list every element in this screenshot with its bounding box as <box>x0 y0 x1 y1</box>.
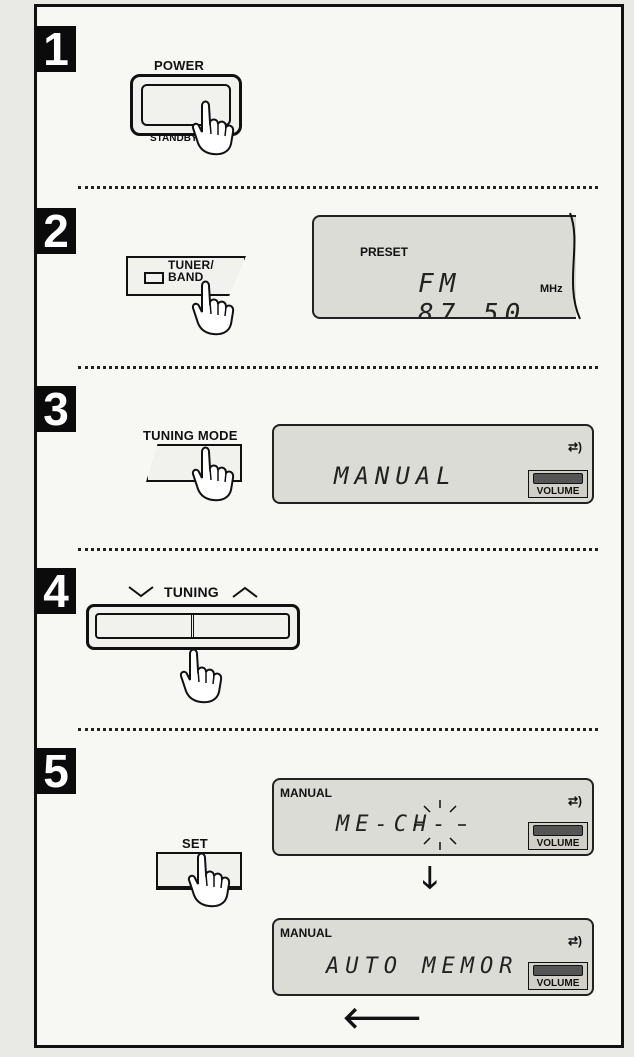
hand-pointer-icon <box>179 648 223 704</box>
tuning-mode-label: TUNING MODE <box>143 428 238 443</box>
manual-label: MANUAL <box>280 926 332 940</box>
tuning-down-button[interactable] <box>95 613 194 639</box>
frequency-unit: MHz <box>540 283 563 295</box>
step-number-3: 3 <box>36 386 76 432</box>
separator-3 <box>78 548 598 551</box>
frequency-readout: FM 87.50 <box>418 269 527 319</box>
hand-pointer-icon <box>191 100 235 156</box>
chevron-down-icon <box>128 586 154 598</box>
volume-badge: VOLUME <box>528 962 588 990</box>
step-number-1: 1 <box>36 26 76 72</box>
tuner-band-button[interactable] <box>126 256 246 296</box>
lcd-display-memory-channel: MANUAL ME-CH- ⇄) VOLUME <box>272 778 594 856</box>
tuner-band-label: TUNER/ BAND <box>168 258 214 284</box>
volume-badge: VOLUME <box>528 470 588 498</box>
tuning-label: TUNING <box>164 584 219 600</box>
auto-memory-readout: AUTO MEMOR <box>326 954 519 979</box>
instruction-frame <box>34 4 624 1048</box>
stereo-icon: ⇄) <box>567 440 582 454</box>
mode-readout: MANUAL <box>334 462 457 490</box>
lcd-display-preset: PRESET FM 87.50 MHz <box>312 215 576 319</box>
blink-rays-icon <box>414 800 466 850</box>
stereo-icon: ⇄) <box>567 934 582 948</box>
separator-2 <box>78 366 598 369</box>
chevron-up-icon <box>232 586 258 598</box>
power-button[interactable] <box>130 74 242 136</box>
preset-label: PRESET <box>360 245 409 259</box>
hand-pointer-icon <box>191 446 235 502</box>
memory-channel-readout: ME-CH- <box>336 812 452 837</box>
stereo-icon: ⇄) <box>567 794 582 808</box>
hand-pointer-icon <box>187 852 231 908</box>
tuning-up-button[interactable] <box>191 613 290 639</box>
lcd-display-manual: MANUAL ⇄) VOLUME <box>272 424 594 504</box>
display-cut-edge <box>569 212 581 320</box>
volume-badge: VOLUME <box>528 822 588 850</box>
power-button-label: POWER <box>154 58 205 73</box>
step-number-2: 2 <box>36 208 76 254</box>
step-number-4: 4 <box>36 568 76 614</box>
tuner-indicator-light <box>144 272 164 284</box>
standby-label: STANDBY/ON <box>150 133 216 144</box>
hand-pointer-icon <box>191 280 235 336</box>
separator-4 <box>78 728 598 731</box>
step-number-5: 5 <box>36 748 76 794</box>
arrow-left-icon: 🡐 <box>342 1002 423 1035</box>
separator-1 <box>78 186 598 189</box>
tuning-button[interactable] <box>86 604 300 650</box>
set-label: SET <box>182 836 208 851</box>
lcd-display-auto-memory: MANUAL AUTO MEMOR ⇄) VOLUME <box>272 918 594 996</box>
arrow-down-icon: 🡓 <box>422 862 438 895</box>
manual-label: MANUAL <box>280 786 332 800</box>
